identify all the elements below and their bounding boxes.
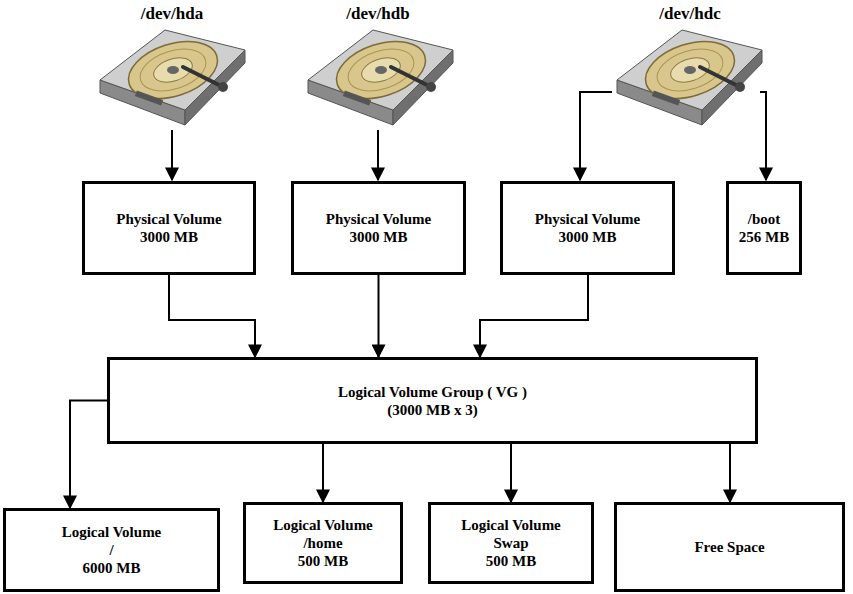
connector-arrow [169, 275, 255, 357]
connector-arrow [378, 275, 380, 357]
volume-box: Physical Volume3000 MB [82, 181, 256, 275]
volume-group-box: Logical Volume Group ( VG )(3000 MB x 3) [107, 357, 758, 444]
connector-arrow [510, 444, 512, 502]
box-text: /boot [748, 210, 781, 228]
leader-arrow [580, 92, 612, 180]
box-text: Free Space [694, 538, 764, 556]
leader-arrow [377, 130, 379, 180]
box-text: 500 MB [298, 552, 348, 570]
box-text: Logical Volume [273, 516, 373, 534]
box-text: Logical Volume Group ( VG ) [338, 383, 527, 401]
box-text: 3000 MB [140, 228, 198, 246]
connector-arrow [322, 444, 324, 502]
volume-box: Physical Volume3000 MB [291, 181, 466, 275]
volume-box: Physical Volume3000 MB [500, 181, 675, 275]
box-text: Physical Volume [326, 210, 431, 228]
volume-box: Logical Volume/6000 MB [3, 508, 220, 592]
volume-box: Free Space [614, 502, 845, 592]
box-text: 256 MB [739, 228, 789, 246]
hard-disk [308, 30, 453, 125]
device-name: /dev/hda [141, 4, 203, 24]
box-text: 3000 MB [350, 228, 408, 246]
volume-box: Logical VolumeSwap500 MB [428, 502, 594, 584]
box-text: (3000 MB x 3) [387, 401, 477, 419]
box-text: / [109, 541, 113, 559]
box-text: Physical Volume [116, 210, 221, 228]
leader-arrow [171, 130, 173, 180]
hard-disk [100, 30, 245, 125]
hard-disk [617, 30, 762, 125]
box-text: Swap [493, 534, 528, 552]
box-text: Physical Volume [535, 210, 640, 228]
box-text: Logical Volume [461, 516, 561, 534]
box-text: Logical Volume [62, 523, 162, 541]
device-name: /dev/hdb [346, 4, 409, 24]
box-text: 500 MB [486, 552, 536, 570]
box-text: 3000 MB [559, 228, 617, 246]
volume-box: Logical Volume/home500 MB [243, 502, 403, 584]
connector-arrow [70, 401, 107, 509]
connector-arrow [480, 275, 588, 357]
box-text: 6000 MB [83, 559, 141, 577]
leader-arrow [760, 92, 766, 180]
volume-box: /boot256 MB [726, 181, 802, 275]
device-name: /dev/hdc [659, 4, 720, 24]
box-text: /home [303, 534, 342, 552]
